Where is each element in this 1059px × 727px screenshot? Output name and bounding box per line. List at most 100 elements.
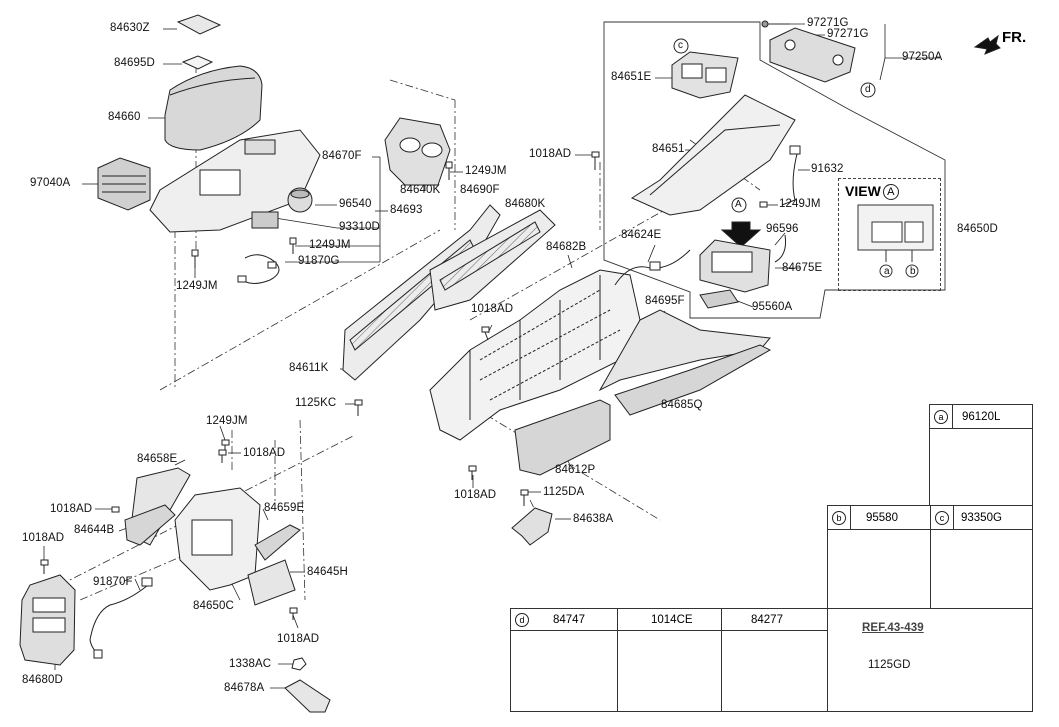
label-97271G-b: 97271G [827,28,869,40]
screw-1125DA [520,489,529,506]
table-b-marker-letter: b [832,511,846,525]
table-d-col-3: 84277 [751,614,783,626]
label-1249JM-e: 1249JM [206,415,248,427]
label-91870G: 91870G [298,255,340,267]
table-d-marker-letter: d [515,613,529,627]
table-a-divider [952,405,954,429]
ref-box: REF.43-439 1125GD [827,608,1033,712]
label-96540: 96540 [339,198,372,210]
label-97271G-a: 97271G [807,17,849,29]
label-84660: 84660 [108,111,141,123]
view-circle-b-letter: b [910,266,916,277]
part-95560A [699,289,739,309]
label-96596: 96596 [766,223,799,235]
label-84651E: 84651E [611,71,652,83]
table-d-divider-2 [721,609,722,711]
label-1249JM-d: 1249JM [779,198,821,210]
screw-1018AD-a [591,151,600,170]
screw-1018AD-e [111,506,120,513]
screw-1125KC [354,399,363,416]
view-title-text: VIEW [845,183,881,199]
table-d-col-1: 84747 [553,614,585,626]
view-circle-a-letter: a [884,266,890,277]
callout-markers [673,38,876,213]
marker-c-circle [673,38,689,54]
table-c-header: c 93350G [931,506,1032,530]
screw-1018AD-g [289,607,298,620]
label-84651: 84651 [652,143,685,155]
label-84680K: 84680K [505,198,546,210]
table-a: a 96120L [929,404,1033,506]
label-84695F: 84695F [645,295,685,307]
label-84678A: 84678A [224,682,265,694]
part-91632 [781,149,799,206]
table-d-col-2: 1014CE [651,614,693,626]
screw-1249JM-b [289,237,297,254]
table-a-part-number: 96120L [962,411,1001,423]
screw-1018AD-c [468,465,477,480]
part-84638A [511,507,553,546]
label-84638A: 84638A [573,513,614,525]
label-1018AD-d: 1018AD [243,447,286,459]
part-84678A [284,679,331,713]
table-c-divider [953,506,954,530]
label-84612P: 84612P [555,464,596,476]
label-91870F: 91870F [93,576,133,588]
front-direction-label: FR. [1002,29,1027,46]
label-97250A: 97250A [902,51,943,63]
label-84611K: 84611K [289,362,329,374]
table-d-divider-1 [617,609,618,711]
label-97040A: 97040A [30,177,71,189]
table-b-part-number: 95580 [866,512,898,524]
label-84640K: 84640K [400,184,441,196]
screw-1018AD-b [481,326,490,341]
label-93310D: 93310D [339,221,380,233]
part-84644B [124,504,176,546]
label-95560A: 95560A [752,301,793,313]
label-1249JM-b: 1249JM [309,239,351,251]
label-84624E: 84624E [621,229,662,241]
label-84650C: 84650C [193,600,234,612]
part-84651 [630,94,796,216]
label-84650D: 84650D [957,223,998,235]
marker-c-letter: c [678,40,684,51]
label-84645H: 84645H [307,566,348,578]
label-84658E: 84658E [137,453,178,465]
table-d: d 84747 1014CE 84277 [510,608,828,712]
label-84644B: 84644B [74,524,115,536]
parts [19,14,1001,713]
view-a-drawing [857,204,934,278]
screw-1249JM-c [445,161,453,180]
table-a-header: a 96120L [930,405,1032,429]
table-d-marker: d [515,613,535,627]
table-c-marker: c [935,511,955,525]
marker-d-circle [860,82,876,98]
part-91870G [239,254,280,284]
label-84693: 84693 [390,204,423,216]
label-1125GD: 1125GD [868,659,911,671]
table-a-marker: a [934,410,954,424]
label-1249JM-a: 1249JM [176,280,218,292]
label-84685Q: 84685Q [661,399,703,411]
table-b-header: b 95580 [828,506,930,530]
label-1018AD-c: 1018AD [454,489,497,501]
ref-link[interactable]: REF.43-439 [862,622,924,634]
part-84695D [181,55,214,70]
label-1018AD-a: 1018AD [529,148,572,160]
part-93310D [251,211,279,229]
label-1018AD-b: 1018AD [471,303,514,315]
label-84695D: 84695D [114,57,155,69]
table-a-marker-letter: a [934,410,948,424]
label-91632: 91632 [811,163,844,175]
table-b-marker: b [832,511,852,525]
marker-A-letter: A [735,199,742,210]
part-84630Z [176,14,222,35]
table-b: b 95580 [827,505,931,609]
table-d-header: d 84747 1014CE 84277 [511,609,827,631]
screw-1018AD-d [218,449,227,463]
label-1125DA: 1125DA [543,486,585,498]
label-1018AD-f: 1018AD [22,532,65,544]
label-1125KC: 1125KC [295,397,337,409]
